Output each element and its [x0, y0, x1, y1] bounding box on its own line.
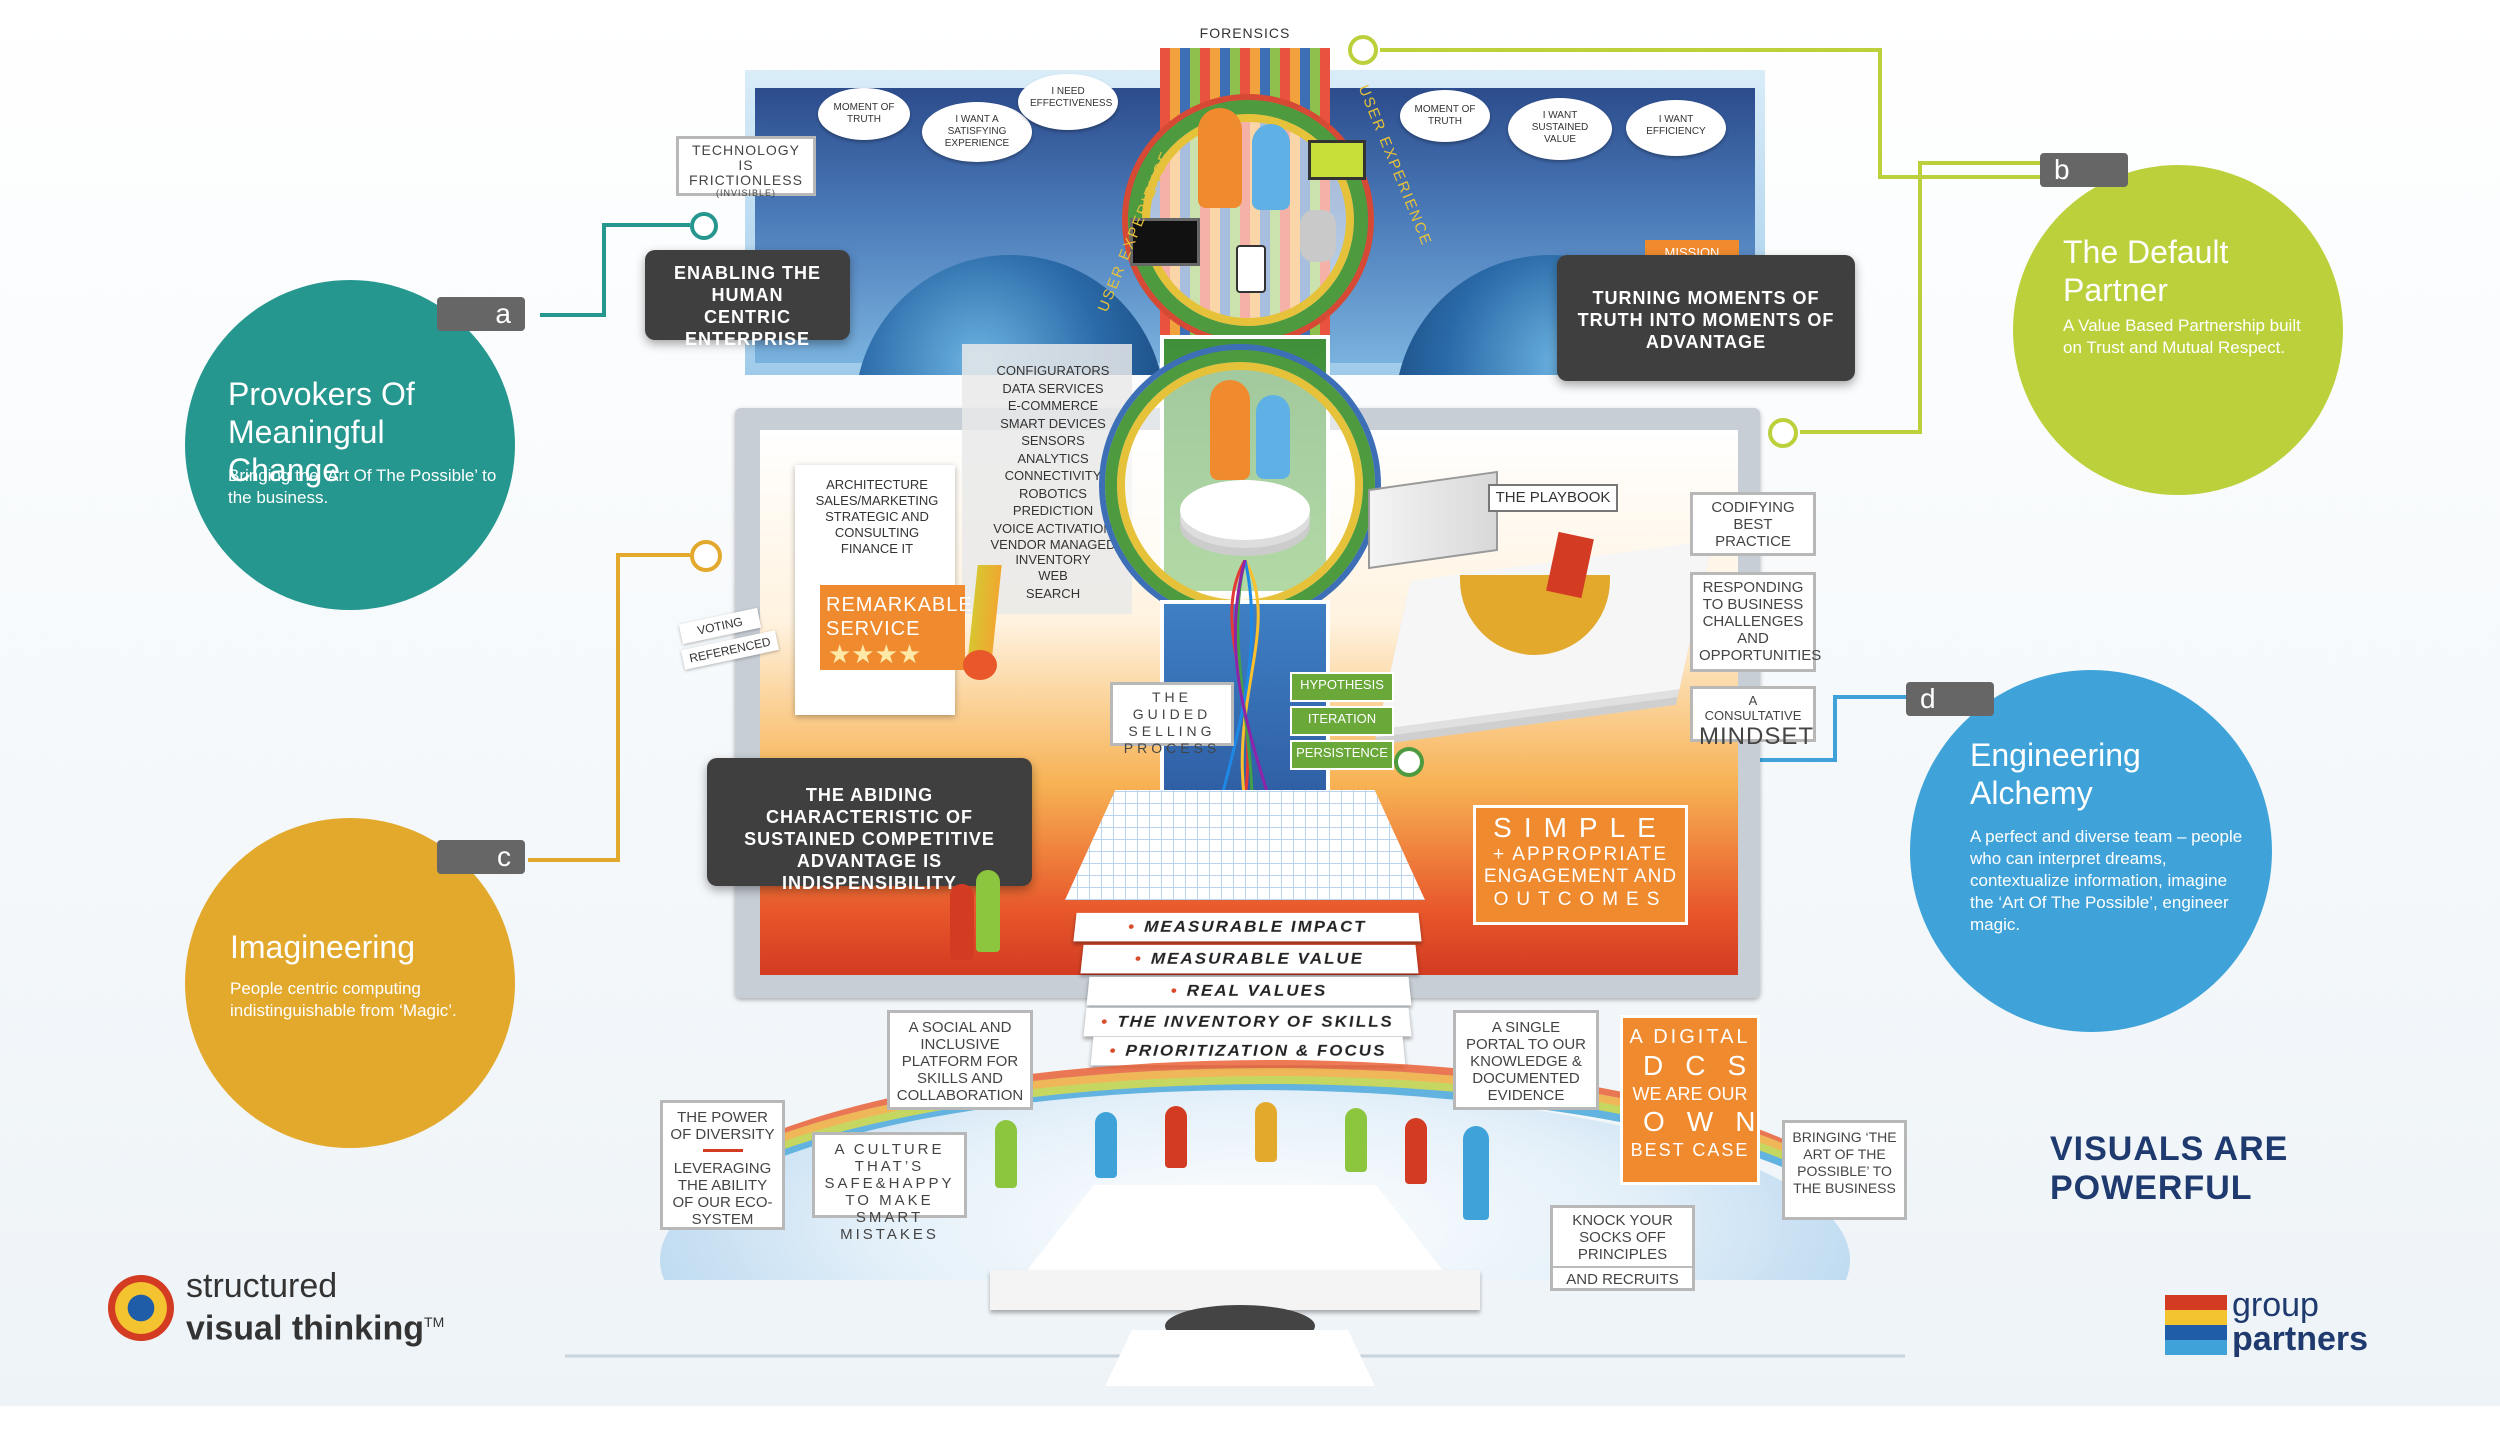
figure-blue-mid [1256, 395, 1290, 479]
playbook-label: THE PLAYBOOK [1488, 484, 1618, 512]
bubble-effectiveness: I NEED EFFECTIVENESS [1018, 74, 1118, 130]
connector-node-a [690, 212, 718, 240]
abiding-box: THE ABIDING CHARACTERISTIC OF SUSTAINED … [707, 758, 1032, 893]
laptop-icon [1308, 140, 1366, 180]
service-item: E-COMMERCE [1007, 398, 1099, 413]
stars-rating: ★★★★ [828, 639, 922, 669]
guided-selling-label: THE GUIDED SELLING PROCESS [1110, 682, 1234, 756]
service-item: DATA SERVICES [1002, 380, 1104, 396]
enabling-box: ENABLING THE HUMAN CENTRIC ENTERPRISE [645, 250, 850, 349]
circle-d-title: Engineering Alchemy [1970, 737, 2141, 811]
tab-c: c [437, 840, 525, 874]
grid-plane [1065, 790, 1425, 900]
circle-b: The Default Partner A Value Based Partne… [2013, 165, 2343, 495]
connector-node-b-mid [1768, 418, 1798, 448]
bubble-efficiency: I WANT EFFICIENCY [1626, 100, 1726, 156]
clipboard-item: SALES/MARKETING [815, 493, 939, 508]
bubble-moment-left: MOMENT OF TRUTH [818, 88, 910, 140]
service-item: VOICE ACTIVATION [993, 520, 1113, 536]
tab-b: b [2040, 153, 2128, 187]
clipboard-list: ARCHITECTURE SALES/MARKETING STRATEGIC A… [803, 477, 951, 557]
figure-blue [1252, 124, 1290, 210]
service-item: SEARCH [1025, 585, 1081, 601]
tech-frictionless-label: TECHNOLOGY IS FRICTIONLESS (INVISIBLE) [676, 136, 816, 198]
remarkable-label: REMARKABLE SERVICE [826, 594, 973, 640]
hypothesis-tag: HYPOTHESIS [1290, 672, 1394, 702]
circle-a: Provokers Of Meaningful Change Bringing … [185, 280, 515, 610]
tab-a: a [437, 297, 525, 331]
service-item: SENSORS [1021, 433, 1085, 448]
layer-measurable-impact: •MEASURABLE IMPACT [1073, 912, 1422, 942]
codifying-label: CODIFYING BEST PRACTICE [1690, 492, 1816, 556]
clipboard-item: ARCHITECTURE [826, 477, 928, 492]
service-item: ANALYTICS [1017, 450, 1089, 466]
tablet-icon [1130, 218, 1200, 266]
power-diversity-label: THE POWER OF DIVERSITY LEVERAGING THE AB… [660, 1100, 785, 1230]
people-row [985, 1100, 1495, 1230]
group-partners-logo-text: group partners [2232, 1286, 2369, 1358]
knock-socks-label: KNOCK YOUR SOCKS OFF PRINCIPLES AND RECR… [1550, 1205, 1695, 1291]
service-item: WEB [1038, 568, 1068, 583]
consultative-label: A CONSULTATIVE MINDSET [1690, 686, 1816, 750]
single-portal-label: A SINGLE PORTAL TO OUR KNOWLEDGE & DOCUM… [1453, 1010, 1599, 1110]
forensics-label: FORENSICS [1199, 25, 1291, 41]
bottom-foot [1105, 1330, 1375, 1386]
figure-pair [950, 870, 1010, 960]
figure-orange [1198, 108, 1242, 208]
exclamation-dot [963, 650, 997, 680]
responding-label: RESPONDING TO BUSINESS CHALLENGES AND OP… [1690, 572, 1821, 672]
connector-node-b-top [1348, 35, 1378, 65]
iteration-tag: ITERATION [1290, 706, 1394, 736]
culture-label: A CULTURE THAT’S SAFE&HAPPY TO MAKE SMAR… [812, 1132, 967, 1243]
circle-d: Engineering Alchemy A perfect and divers… [1910, 670, 2272, 1032]
visuals-are-powerful: VISUALS ARE POWERFUL [2050, 1130, 2289, 1207]
clipboard-item: FINANCE IT [840, 541, 914, 556]
svt-logo-text: structured visual thinkingTM [186, 1267, 445, 1348]
social-platform-label: A SOCIAL AND INCLUSIVE PLATFORM FOR SKIL… [887, 1010, 1033, 1110]
tab-d: d [1906, 682, 1994, 716]
robot-head-icon [1300, 210, 1336, 262]
layer-measurable-value: •MEASURABLE VALUE [1080, 944, 1419, 974]
service-item: SMART DEVICES [1000, 415, 1106, 431]
circle-b-subtitle: A Value Based Partnership built on Trust… [2063, 316, 2301, 357]
circle-c-title: Imagineering [230, 929, 415, 965]
figure-orange-mid [1210, 380, 1250, 480]
circle-a-subtitle: Bringing the ‘Art Of The Possible’ to th… [228, 466, 497, 507]
bubble-sustained: I WANT SUSTAINED VALUE [1508, 98, 1612, 160]
simple-box: SIMPLE + APPROPRIATE ENGAGEMENT AND OUTC… [1473, 805, 1688, 925]
divider [1553, 1266, 1692, 1268]
service-item: ROBOTICS [1019, 485, 1087, 501]
circle-d-subtitle: A perfect and diverse team – people who … [1970, 827, 2243, 934]
layer-inventory-skills: •THE INVENTORY OF SKILLS [1083, 1007, 1412, 1037]
phone-icon [1236, 245, 1266, 293]
bubble-moment-right: MOMENT OF TRUTH [1400, 90, 1490, 142]
platform-disc [1180, 480, 1310, 540]
service-item: VENDOR MANAGED INVENTORY [990, 537, 1116, 567]
svt-logo-icon [108, 1275, 174, 1341]
circle-b-title: The Default Partner [2063, 234, 2229, 308]
connector-node-d [1394, 747, 1424, 777]
divider [702, 1149, 743, 1152]
turning-box: TURNING MOMENTS OF TRUTH INTO MOMENTS OF… [1557, 255, 1855, 381]
service-item: CONNECTIVITY [1004, 468, 1102, 483]
service-item: CONFIGURATORS [996, 363, 1110, 378]
services-list: CONFIGURATORS DATA SERVICES E-COMMERCE S… [968, 362, 1138, 602]
bottom-rainbow [650, 1060, 1890, 1190]
bottom-base-slab [990, 1270, 1480, 1310]
clipboard-item: STRATEGIC AND CONSULTING [825, 509, 929, 540]
remarkable-box: REMARKABLE SERVICE ★★★★ [820, 585, 973, 670]
digital-dcs-box: A DIGITAL DCS WE ARE OUR OWN BEST CASE [1620, 1015, 1760, 1185]
circle-c-subtitle: People centric computing indistinguishab… [230, 979, 457, 1020]
bringing-label: BRINGING ‘THE ART OF THE POSSIBLE’ TO TH… [1782, 1120, 1907, 1220]
group-partners-logo-icon [2165, 1295, 2227, 1355]
bubble-satisfying: I WANT A SATISFYING EXPERIENCE [922, 102, 1032, 162]
persistence-tag: PERSISTENCE [1290, 740, 1394, 770]
layer-real-values: •REAL VALUES [1086, 976, 1412, 1006]
connector-node-c [690, 540, 722, 572]
circle-a-title: Provokers Of Meaningful Change [228, 376, 415, 488]
service-item: PREDICTION [1012, 503, 1094, 518]
